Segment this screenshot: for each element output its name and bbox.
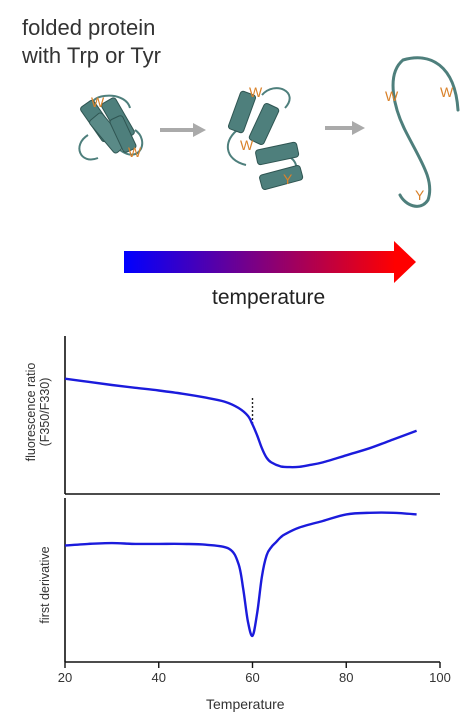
fluorescence-ratio-axis-title: fluorescence ratio (F350/F330) xyxy=(24,332,52,492)
fluorescence-ratio-line xyxy=(64,377,418,469)
process-arrow-1 xyxy=(160,123,206,137)
protein-heading: folded protein with Trp or Tyr xyxy=(22,14,161,70)
x-ticks xyxy=(64,662,441,668)
x-tick-label: 40 xyxy=(151,670,166,685)
trp-label: W xyxy=(440,84,454,100)
first-derivative-chart xyxy=(64,498,441,668)
tyr-label: Y xyxy=(283,171,293,187)
ylabel-line-2: (F350/F330) xyxy=(38,377,52,447)
trp-label: W xyxy=(249,84,263,100)
trp-label: W xyxy=(91,94,105,110)
ylabel-line-1: fluorescence ratio xyxy=(24,362,38,462)
tyr-label: Y xyxy=(415,187,425,203)
x-tick-label: 20 xyxy=(57,670,73,685)
temperature-label: temperature xyxy=(212,286,326,309)
temperature-gradient-arrow xyxy=(124,241,416,283)
heading-line-2: with Trp or Tyr xyxy=(22,43,161,68)
x-tick-label: 80 xyxy=(339,670,354,685)
process-arrow-2 xyxy=(325,121,365,135)
fluorescence-ratio-chart xyxy=(64,336,440,495)
x-tick-label: 60 xyxy=(245,670,260,685)
x-axis-title: Temperature xyxy=(206,696,285,712)
trp-label: W xyxy=(240,137,254,153)
folded-protein: W W xyxy=(78,94,144,161)
heading-line-1: folded protein xyxy=(22,15,156,40)
partially-unfolded-protein: W W Y xyxy=(226,84,304,190)
trp-label: W xyxy=(128,144,142,160)
unfolded-protein: W W Y xyxy=(385,56,460,208)
first-derivative-line xyxy=(64,511,417,638)
trp-label: W xyxy=(385,88,399,104)
first-derivative-axis-title: first derivative xyxy=(38,546,52,624)
x-tick-label: 100 xyxy=(429,670,451,685)
